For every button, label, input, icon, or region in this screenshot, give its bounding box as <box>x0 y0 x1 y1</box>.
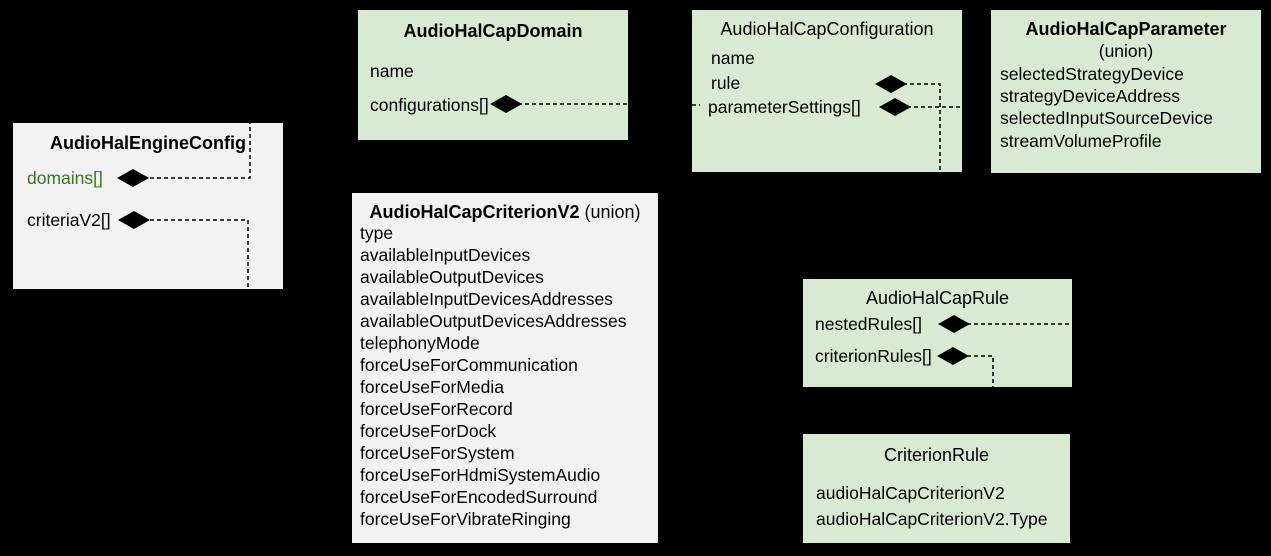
field-nested-rules: nestedRules[] <box>815 314 923 334</box>
box-title: AudioHalEngineConfig <box>50 133 246 153</box>
box-title: AudioHalCapDomain <box>403 21 583 41</box>
box-audio-hal-engine-config: AudioHalEngineConfig domains[] criteriaV… <box>13 123 283 289</box>
composition-diamond-icon <box>937 347 969 365</box>
box-audio-hal-cap-rule: AudioHalCapRule nestedRules[] criterionR… <box>803 279 1072 387</box>
field-criteriav2: criteriaV2[] <box>27 210 111 230</box>
field-force-use-for-communication: forceUseForCommunication <box>360 355 578 375</box>
box-title: AudioHalCapParameter <box>1025 19 1227 39</box>
field-selected-strategy-device: selectedStrategyDevice <box>1000 64 1184 84</box>
field-force-use-for-system: forceUseForSystem <box>360 443 515 463</box>
field-force-use-for-vibrate-ringing: forceUseForVibrateRinging <box>360 509 571 529</box>
composition-diamond-icon <box>879 98 911 116</box>
field-available-input-devices-addresses: availableInputDevicesAddresses <box>360 289 613 309</box>
connector-criteriav2 <box>150 219 249 289</box>
field-available-input-devices: availableInputDevices <box>360 245 531 265</box>
box-criterion-rule: CriterionRule audioHalCapCriterionV2 aud… <box>803 434 1070 543</box>
field-domains: domains[] <box>27 168 103 188</box>
field-audio-hal-cap-criterion-v2: audioHalCapCriterionV2 <box>816 483 1005 503</box>
box-title: AudioHalCapRule <box>865 288 1010 308</box>
field-strategy-device-address: strategyDeviceAddress <box>1000 86 1180 106</box>
connector-domains <box>150 123 251 179</box>
field-audio-hal-cap-criterion-v2-type: audioHalCapCriterionV2.Type <box>816 509 1048 529</box>
field-force-use-for-record: forceUseForRecord <box>360 399 513 419</box>
box-subtitle: (union) <box>1098 41 1154 61</box>
field-configurations: configurations[] <box>370 95 489 115</box>
box-audio-hal-cap-configuration: AudioHalCapConfiguration name rule param… <box>692 10 962 172</box>
field-name: name <box>711 48 755 68</box>
box-audio-hal-cap-criterion-v2: AudioHalCapCriterionV2(union) type avail… <box>352 193 658 543</box>
field-criterion-rules: criterionRules[] <box>815 346 932 366</box>
connector-rule <box>903 83 941 172</box>
field-selected-input-source-device: selectedInputSourceDevice <box>1000 108 1214 128</box>
box-title-suffix: (union) <box>584 202 641 222</box>
field-force-use-for-media: forceUseForMedia <box>360 377 504 397</box>
composition-diamond-icon <box>938 315 970 333</box>
box-title: CriterionRule <box>883 445 990 465</box>
box-title: AudioHalCapConfiguration <box>720 19 934 39</box>
box-title-main: AudioHalCapCriterionV2 <box>369 202 580 222</box>
box-audio-hal-cap-domain: AudioHalCapDomain name configurations[] <box>358 10 628 140</box>
field-rule: rule <box>711 73 741 93</box>
field-type: type <box>360 223 394 243</box>
field-parameter-settings: parameterSettings[] <box>708 97 861 117</box>
connector-criterion-rules <box>967 355 994 387</box>
field-available-output-devices-addresses: availableOutputDevicesAddresses <box>360 311 627 331</box>
box-audio-hal-cap-parameter: AudioHalCapParameter (union) selectedStr… <box>991 10 1261 173</box>
field-force-use-for-hdmi-system-audio: forceUseForHdmiSystemAudio <box>360 465 601 485</box>
field-force-use-for-encoded-surround: forceUseForEncodedSurround <box>360 487 598 507</box>
box-title: AudioHalCapCriterionV2(union) <box>352 202 658 222</box>
field-available-output-devices: availableOutputDevices <box>360 267 544 287</box>
field-telephony-mode: telephonyMode <box>360 333 480 353</box>
field-name: name <box>370 61 414 81</box>
composition-diamond-icon <box>875 75 907 93</box>
composition-diamond-icon <box>118 211 150 229</box>
composition-diamond-icon <box>117 169 149 187</box>
field-force-use-for-dock: forceUseForDock <box>360 421 497 441</box>
composition-diamond-icon <box>490 95 522 113</box>
field-stream-volume-profile: streamVolumeProfile <box>1000 131 1162 151</box>
